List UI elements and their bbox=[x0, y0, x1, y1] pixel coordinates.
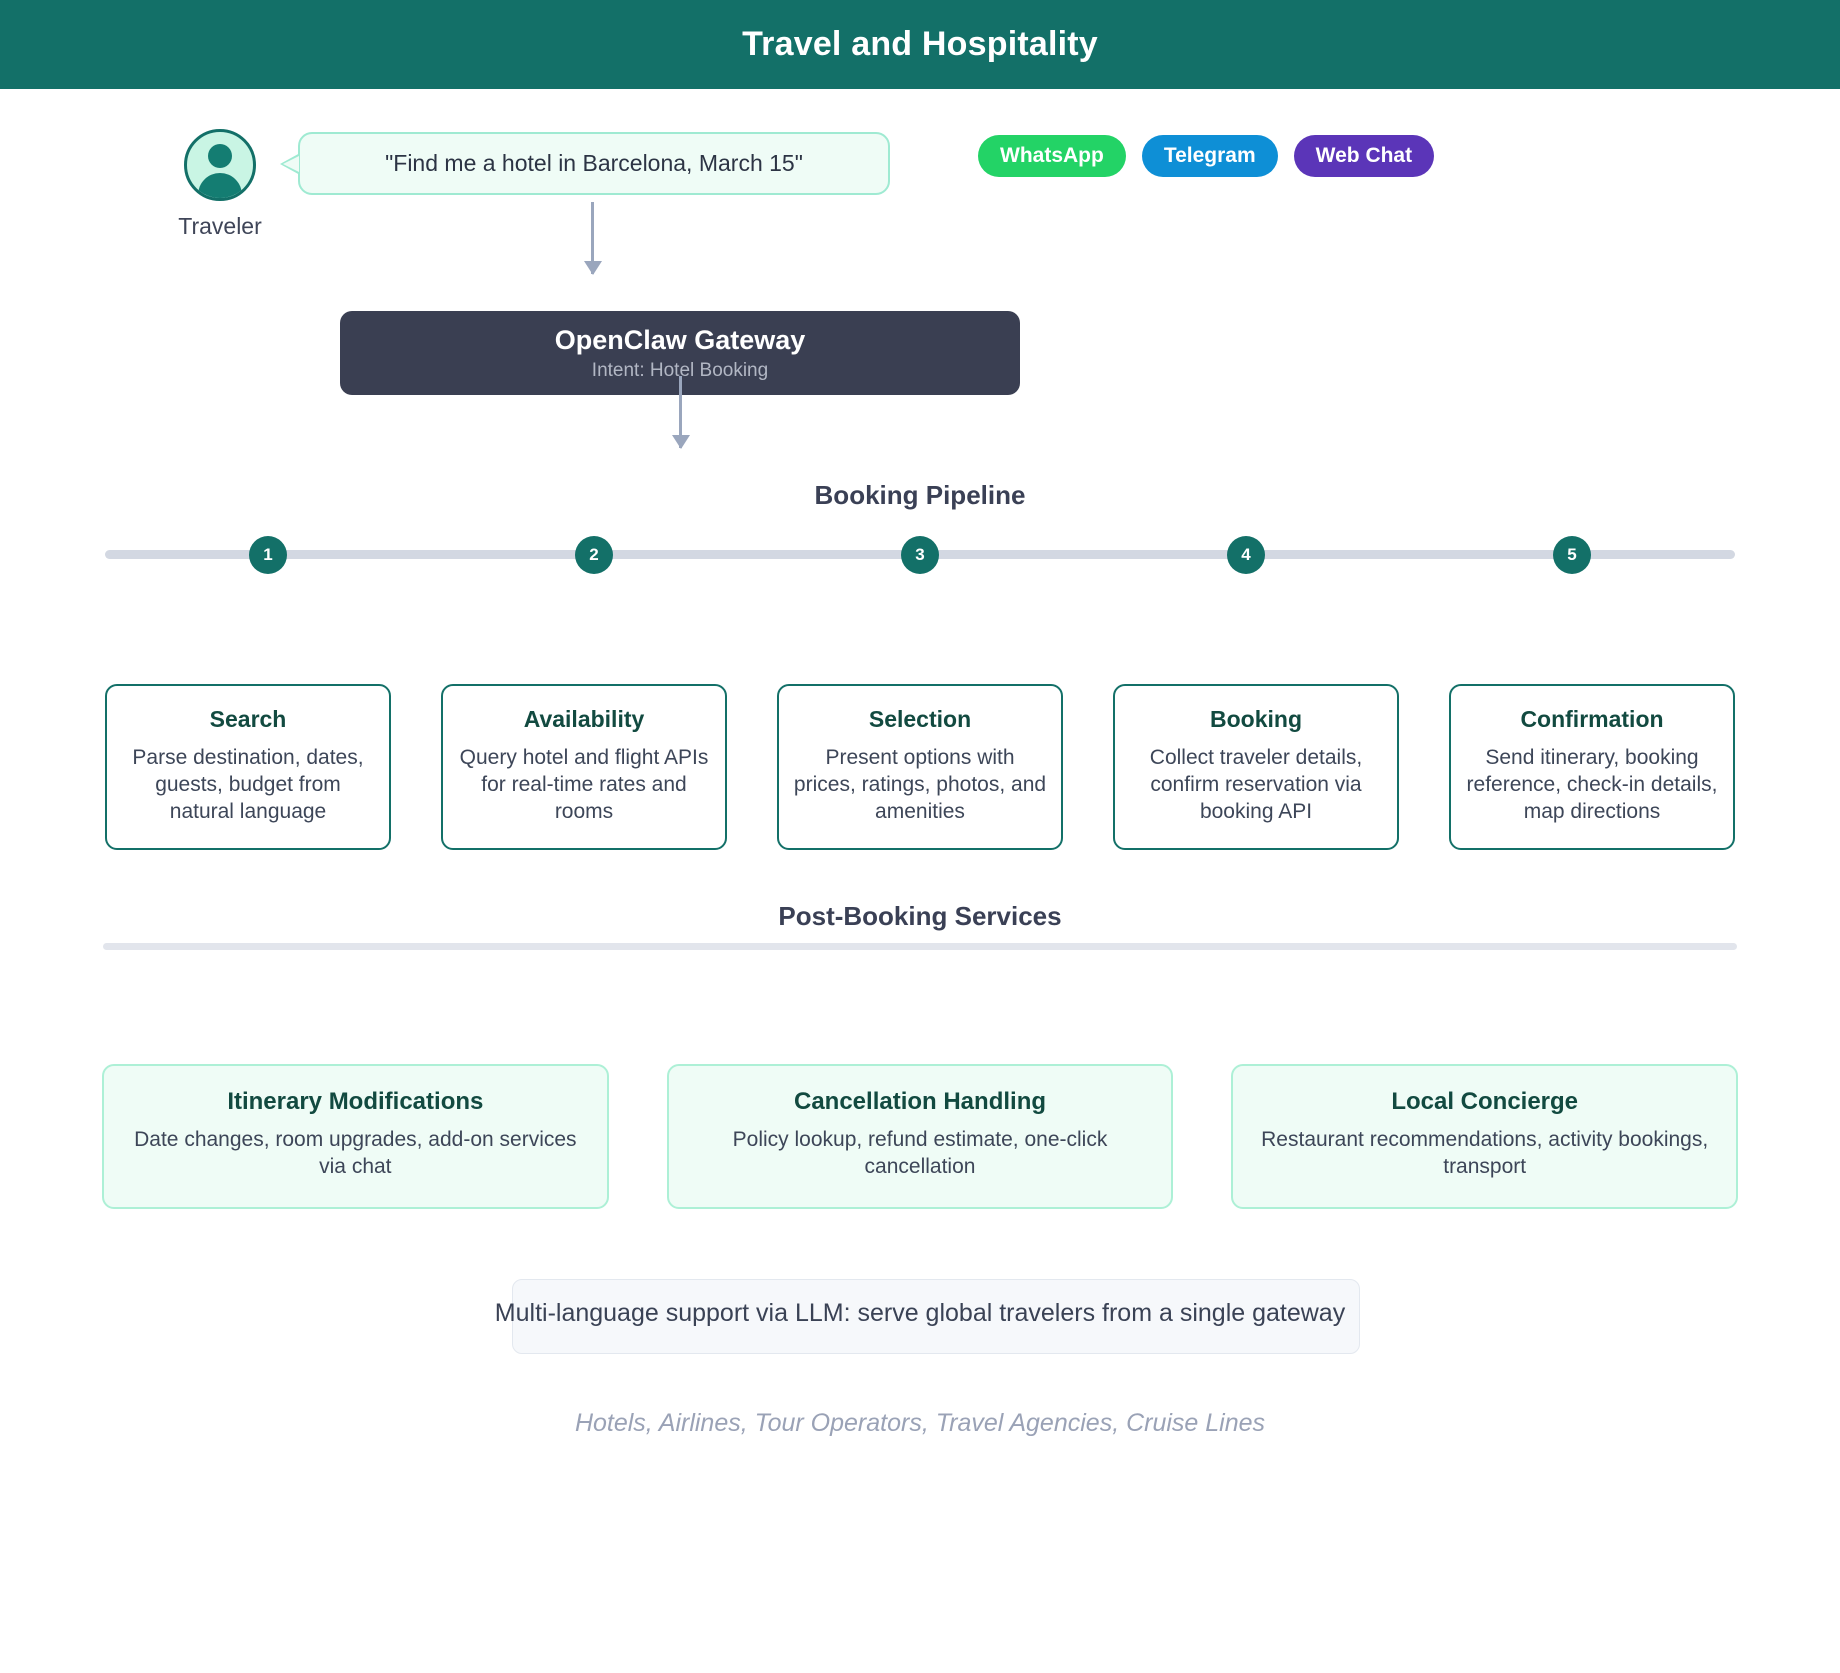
pipeline-card-search[interactable]: Search Parse destination, dates, guests,… bbox=[105, 684, 391, 850]
traveler-label: Traveler bbox=[178, 213, 262, 239]
avatar-head-shape bbox=[208, 144, 232, 168]
user-avatar-icon bbox=[184, 129, 256, 201]
channel-badge-label: Web Chat bbox=[1315, 144, 1413, 167]
traveler-actor: Traveler bbox=[160, 129, 280, 240]
post-booking-cards: Itinerary Modifications Date changes, ro… bbox=[102, 1064, 1739, 1209]
step-badge-3[interactable]: 3 bbox=[901, 536, 939, 574]
post-booking-card-description: Date changes, room upgrades, add-on serv… bbox=[134, 1128, 577, 1179]
post-booking-section-title: Post-Booking Services bbox=[778, 901, 1062, 931]
avatar-body-shape bbox=[198, 173, 242, 198]
step-badge-cell: 2 bbox=[431, 536, 757, 574]
post-booking-card-itinerary-modifications[interactable]: Itinerary Modifications Date changes, ro… bbox=[102, 1064, 609, 1209]
arrow-message-to-gateway-icon bbox=[583, 202, 602, 275]
pipeline-card-availability[interactable]: Availability Query hotel and flight APIs… bbox=[441, 684, 727, 850]
channel-badge-telegram[interactable]: Telegram bbox=[1141, 135, 1278, 177]
post-booking-card-title: Itinerary Modifications bbox=[227, 1088, 484, 1115]
page-header: Travel and Hospitality bbox=[0, 0, 1840, 89]
post-booking-card-description: Policy lookup, refund estimate, one-clic… bbox=[732, 1128, 1108, 1179]
pipeline-card-title: Selection bbox=[868, 706, 972, 732]
pipeline-card-title: Availability bbox=[523, 706, 645, 732]
post-booking-card-local-concierge[interactable]: Local Concierge Restaurant recommendatio… bbox=[1231, 1064, 1739, 1209]
channel-badge-label: Telegram bbox=[1163, 144, 1256, 167]
section-divider bbox=[103, 943, 1737, 950]
channel-badge-group: WhatsApp Telegram Web Chat bbox=[978, 135, 1435, 177]
step-badge-2[interactable]: 2 bbox=[575, 536, 613, 574]
step-badge-1[interactable]: 1 bbox=[249, 536, 287, 574]
pipeline-card-title: Booking bbox=[1210, 706, 1302, 732]
diagram-canvas: Traveler "Find me a hotel in Barcelona, … bbox=[0, 89, 1840, 1673]
step-badge-cell: 1 bbox=[105, 536, 431, 574]
bubble-tail-icon bbox=[280, 152, 300, 175]
post-booking-card-cancellation-handling[interactable]: Cancellation Handling Policy lookup, ref… bbox=[666, 1064, 1174, 1209]
pipeline-card-description: Present options with prices, ratings, ph… bbox=[793, 746, 1047, 823]
post-booking-card-title: Local Concierge bbox=[1391, 1088, 1579, 1115]
pipeline-section-title: Booking Pipeline bbox=[814, 480, 1026, 510]
pipeline-card-title: Confirmation bbox=[1520, 706, 1664, 732]
pipeline-step-badges: 1 2 3 4 5 bbox=[105, 536, 1735, 574]
channel-badge-label: WhatsApp bbox=[1000, 144, 1104, 167]
post-booking-card-title: Cancellation Handling bbox=[793, 1088, 1047, 1115]
arrowhead-icon bbox=[671, 435, 690, 449]
pipeline-card-booking[interactable]: Booking Collect traveler details, confir… bbox=[1113, 684, 1399, 850]
arrow-gateway-to-pipeline-icon bbox=[671, 376, 690, 449]
step-badge-cell: 5 bbox=[1409, 536, 1735, 574]
channel-badge-web-chat[interactable]: Web Chat bbox=[1293, 135, 1435, 177]
gateway-subtitle: Intent: Hotel Booking bbox=[591, 359, 769, 381]
pipeline-card-description: Query hotel and flight APIs for real-tim… bbox=[459, 746, 709, 823]
pipeline-card-description: Collect traveler details, confirm reserv… bbox=[1149, 746, 1363, 823]
gateway-title: OpenClaw Gateway bbox=[554, 324, 806, 355]
traveler-message-text: "Find me a hotel in Barcelona, March 15" bbox=[385, 150, 803, 176]
pipeline-card-selection[interactable]: Selection Present options with prices, r… bbox=[777, 684, 1063, 850]
step-badge-5[interactable]: 5 bbox=[1553, 536, 1591, 574]
step-badge-4[interactable]: 4 bbox=[1227, 536, 1265, 574]
channel-badge-whatsapp[interactable]: WhatsApp bbox=[978, 135, 1126, 177]
pipeline-card-description: Send itinerary, booking reference, check… bbox=[1466, 746, 1718, 823]
pipeline-step-cards: Search Parse destination, dates, guests,… bbox=[105, 684, 1735, 850]
pipeline-card-confirmation[interactable]: Confirmation Send itinerary, booking ref… bbox=[1449, 684, 1735, 850]
page-title: Travel and Hospitality bbox=[742, 25, 1098, 63]
traveler-message-bubble: "Find me a hotel in Barcelona, March 15" bbox=[280, 132, 890, 195]
arrowhead-icon bbox=[583, 261, 602, 275]
footer-caption: Hotels, Airlines, Tour Operators, Travel… bbox=[574, 1409, 1266, 1437]
step-badge-cell: 4 bbox=[1083, 536, 1409, 574]
pipeline-card-description: Parse destination, dates, guests, budget… bbox=[132, 746, 364, 823]
step-badge-cell: 3 bbox=[757, 536, 1083, 574]
multi-language-banner-text: Multi-language support via LLM: serve gl… bbox=[494, 1299, 1346, 1327]
post-booking-card-description: Restaurant recommendations, activity boo… bbox=[1261, 1128, 1709, 1179]
multi-language-banner-box bbox=[512, 1279, 1360, 1354]
pipeline-card-title: Search bbox=[209, 706, 287, 732]
